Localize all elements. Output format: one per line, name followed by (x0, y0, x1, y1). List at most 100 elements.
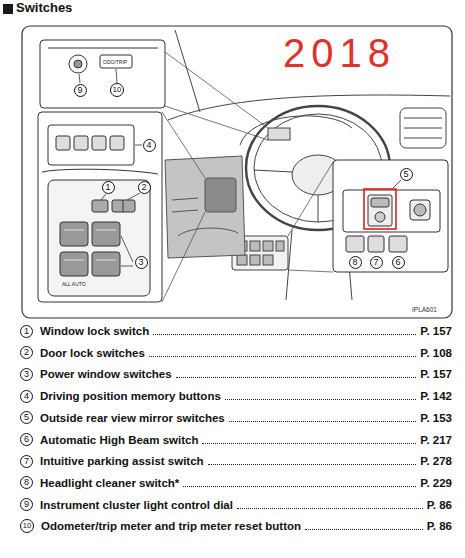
dashboard (400, 108, 446, 148)
cluster-inset (100, 55, 132, 68)
dot-leader (208, 464, 417, 465)
door-inset (92, 222, 120, 246)
list-row: 1 Window lock switch P. 157 (20, 323, 452, 339)
door-inset (123, 200, 124, 212)
door-inset (48, 125, 134, 165)
mirror-inset (410, 200, 430, 220)
door-inset (92, 252, 120, 276)
mirror-inset (389, 236, 407, 252)
door-panel (165, 156, 245, 258)
door-inset (60, 222, 88, 246)
page-reference: P. 86 (427, 497, 452, 513)
zoom-lines (162, 52, 333, 302)
figure-code: IPLA601 (412, 306, 437, 314)
callout-number: 5 (400, 168, 413, 181)
part-name: Odometer/trip meter and trip meter reset… (41, 518, 301, 534)
cluster-inset (79, 69, 117, 83)
cluster-inset (69, 55, 87, 73)
door-inset (74, 136, 88, 150)
door-inset (121, 236, 133, 266)
dashboard (250, 255, 260, 265)
mirror-inset (371, 198, 389, 207)
callout-number: 7 (370, 256, 383, 269)
door-panel (172, 198, 198, 212)
dot-leader (176, 377, 417, 378)
callout-number: 10 (20, 519, 34, 533)
page-reference: P. 217 (420, 432, 452, 448)
mirror-inset (333, 160, 448, 272)
door-inset (48, 180, 150, 296)
page-reference: P. 157 (420, 366, 452, 382)
mirror-inset (364, 189, 396, 229)
door-panel (165, 156, 245, 258)
callout-number: 10 (110, 83, 124, 97)
dashboard (263, 255, 273, 265)
list-row: 3Power window switchesP. 157 (20, 366, 452, 382)
part-name: Driving position memory buttons (40, 388, 221, 404)
door-inset (56, 136, 70, 150)
door-inset (101, 193, 140, 200)
dot-leader (225, 399, 416, 400)
callout-number: 8 (349, 256, 362, 269)
zoom-lines (288, 162, 333, 272)
door-panel (205, 178, 236, 212)
mirror-inset (368, 195, 392, 226)
mirror-inset (414, 204, 426, 216)
list-row: 2 Door lock switches P. 108 (20, 345, 452, 361)
part-name: Headlight cleaner switch* (40, 475, 179, 491)
callout-number: 4 (143, 139, 156, 152)
dot-leader (305, 529, 423, 530)
dot-leader (153, 334, 416, 335)
page-reference: P. 142 (420, 388, 452, 404)
dot-leader (149, 356, 416, 357)
cluster-inset (74, 60, 82, 68)
door-inset (135, 145, 142, 146)
door-inset (60, 252, 88, 276)
part-name: Intuitive parking assist switch (40, 453, 204, 469)
list-row: 4 Driving position memory buttons P. 142 (20, 388, 452, 404)
door-inset (92, 200, 108, 212)
callout-number: 5 (20, 411, 33, 424)
page-reference: P. 153 (420, 410, 452, 426)
callout-number: 9 (20, 498, 33, 511)
dashboard (404, 118, 442, 138)
callout-number: 1 (102, 181, 115, 194)
callout-number: 2 (20, 346, 33, 359)
callout-number: 6 (20, 433, 33, 446)
part-name: Window lock switch (40, 323, 149, 339)
list-row: 10 Odometer/trip meter and trip meter res… (20, 518, 452, 534)
part-name: Instrument cluster light control dial (40, 497, 233, 513)
mirror-inset (346, 236, 364, 252)
cluster-inset (48, 48, 158, 49)
cluster-inset (40, 40, 165, 108)
part-name: Outside rear view mirror switches (40, 410, 225, 426)
dot-leader (202, 443, 416, 444)
dashboard (250, 241, 260, 251)
callout-number: 6 (392, 256, 405, 269)
part-name: Door lock switches (40, 345, 145, 361)
dashboard (276, 241, 284, 251)
part-name: Automatic High Beam switch (40, 432, 198, 448)
callout-number: 1 (20, 325, 33, 338)
page-reference: P. 157 (420, 323, 452, 339)
page-reference: P. 108 (420, 345, 452, 361)
illustration-frame (22, 26, 452, 318)
callout-number: 7 (20, 455, 33, 468)
list-row: 5 Outside rear view mirror switches P. 153 (20, 410, 452, 426)
mirror-inset (343, 190, 440, 232)
list-row: 7Intuitive parking assist switchP. 278 (20, 453, 452, 469)
mirror-inset (375, 212, 385, 222)
switch-legend: ALL AUTO (62, 281, 86, 287)
mirror-inset (368, 236, 384, 252)
mirror-inset (333, 160, 448, 272)
mirror-inset (393, 180, 401, 188)
page-reference: P. 229 (420, 475, 452, 491)
callout-number: 4 (20, 390, 33, 403)
page-reference: P. 86 (427, 518, 452, 534)
door-inset (112, 200, 135, 212)
list-row: 9 Instrument cluster light control dial P.… (20, 497, 452, 513)
list-row: 6 Automatic High Beam switch P. 217 (20, 432, 452, 448)
dot-leader (229, 421, 417, 422)
dot-leader (237, 508, 423, 509)
